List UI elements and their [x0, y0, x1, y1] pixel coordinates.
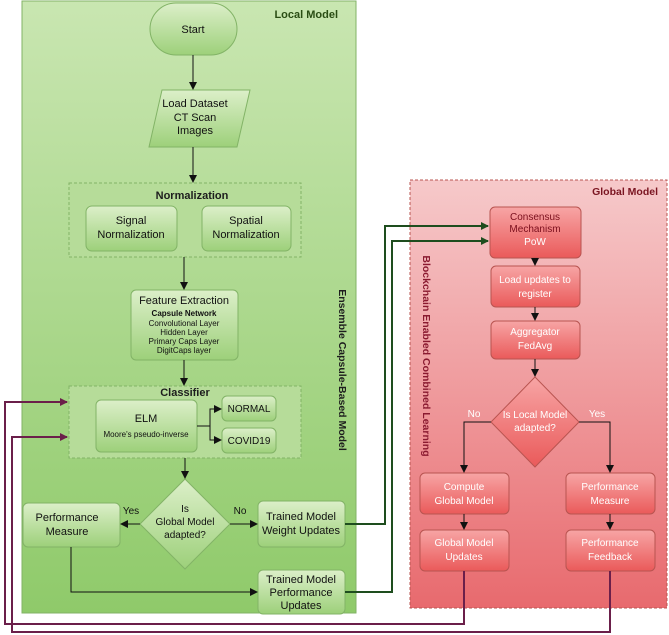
signal-line1: Signal [116, 215, 147, 227]
normal-node [221, 395, 277, 422]
load-dataset-line3: Images [177, 125, 214, 137]
feature-line1: Capsule Network [152, 309, 217, 318]
global-decision-line2: adapted? [514, 423, 556, 434]
perf-updates-line3: Updates [281, 600, 322, 612]
load-dataset-line2: CT Scan [174, 112, 217, 124]
local-performance-node [22, 502, 121, 548]
load-updates-line1: Load updates to [499, 275, 571, 286]
feedback-performance [11, 433, 611, 633]
signal-normalization-node [85, 205, 178, 252]
global-arrows [460, 258, 614, 530]
weight-line2: Weight Updates [262, 525, 341, 537]
local-side-label: Ensemble Capsule-Based Model [336, 289, 348, 451]
aggregator-line1: Aggregator [510, 327, 560, 338]
feature-line5: DigitCaps layer [157, 346, 212, 355]
global-updates-line2: Updates [445, 552, 482, 563]
consensus-line2: Mechanism [509, 224, 560, 235]
aggregator-line2: FedAvg [518, 341, 552, 352]
global-perf-line2: Measure [591, 496, 630, 507]
elm-sublabel: Moore's pseudo-inverse [103, 430, 189, 439]
classifier-title: Classifier [160, 387, 210, 399]
spatial-line1: Spatial [229, 215, 263, 227]
connector-weight-to-consensus [345, 222, 489, 525]
feature-title: Feature Extraction [139, 295, 229, 307]
feedback-global-updates [4, 398, 465, 625]
consensus-line3: PoW [524, 237, 546, 248]
arrow-elm-normal [197, 405, 222, 427]
compute-global-node [419, 472, 510, 515]
load-updates-node [490, 265, 581, 308]
load-dataset-node [148, 89, 251, 148]
feedback-line1: Performance [581, 538, 639, 549]
local-adapted-decision [490, 376, 580, 468]
local-decision-yes: Yes [123, 506, 139, 517]
connector-perf-to-consensus [345, 237, 489, 593]
global-side-label: Blockchain Enabled Combined Learning [420, 255, 432, 456]
feedback-line2: Feedback [588, 552, 633, 563]
global-updates-node [419, 529, 510, 572]
spatial-line2: Normalization [212, 229, 279, 241]
load-updates-line2: register [518, 289, 552, 300]
arrow-perf-to-updates [70, 547, 258, 596]
weight-updates-node [257, 500, 346, 548]
covid-node [221, 427, 277, 454]
compute-line1: Compute [444, 482, 485, 493]
local-model-title: Local Model [274, 9, 338, 21]
perf-updates-line2: Performance [270, 587, 333, 599]
local-decision-no: No [234, 506, 247, 517]
global-updates-line1: Global Model [435, 538, 494, 549]
consensus-line1: Consensus [510, 212, 560, 223]
local-decision-line2: Global Model [156, 517, 215, 528]
global-decision-yes: Yes [589, 409, 605, 420]
arrow-decision-yes-perf [579, 421, 614, 473]
load-dataset-line1: Load Dataset [162, 98, 227, 110]
covid-label: COVID19 [228, 436, 271, 447]
global-perf-line1: Performance [581, 482, 639, 493]
global-performance-node [565, 472, 656, 515]
global-decision-no: No [468, 409, 481, 420]
local-decision-line3: adapted? [164, 530, 206, 541]
performance-feedback-node [565, 529, 656, 572]
global-model-title: Global Model [592, 186, 658, 198]
normal-label: NORMAL [228, 404, 271, 415]
feature-line4: Primary Caps Layer [149, 337, 220, 346]
weight-line1: Trained Model [266, 511, 336, 523]
perf-updates-line1: Trained Model [266, 574, 336, 586]
arrow-elm-covid [209, 426, 222, 444]
local-perf-line2: Measure [46, 526, 89, 538]
signal-line2: Normalization [97, 229, 164, 241]
feature-line2: Convolutional Layer [149, 319, 220, 328]
start-label: Start [181, 24, 204, 36]
global-adapted-decision [139, 478, 231, 570]
local-decision-line1: Is [181, 504, 189, 515]
global-to-local-feedback [4, 398, 611, 633]
local-perf-line1: Performance [36, 512, 99, 524]
global-decision-line1: Is Local Model [503, 410, 567, 421]
compute-line2: Global Model [435, 496, 494, 507]
arrow-decision-no-compute [460, 421, 491, 473]
local-to-global-connectors [345, 222, 489, 593]
spatial-normalization-node [201, 205, 292, 252]
feature-line3: Hidden Layer [160, 328, 208, 337]
elm-label: ELM [135, 413, 158, 425]
elm-node [95, 399, 198, 453]
normalization-title: Normalization [156, 190, 229, 202]
local-arrows [70, 55, 258, 596]
